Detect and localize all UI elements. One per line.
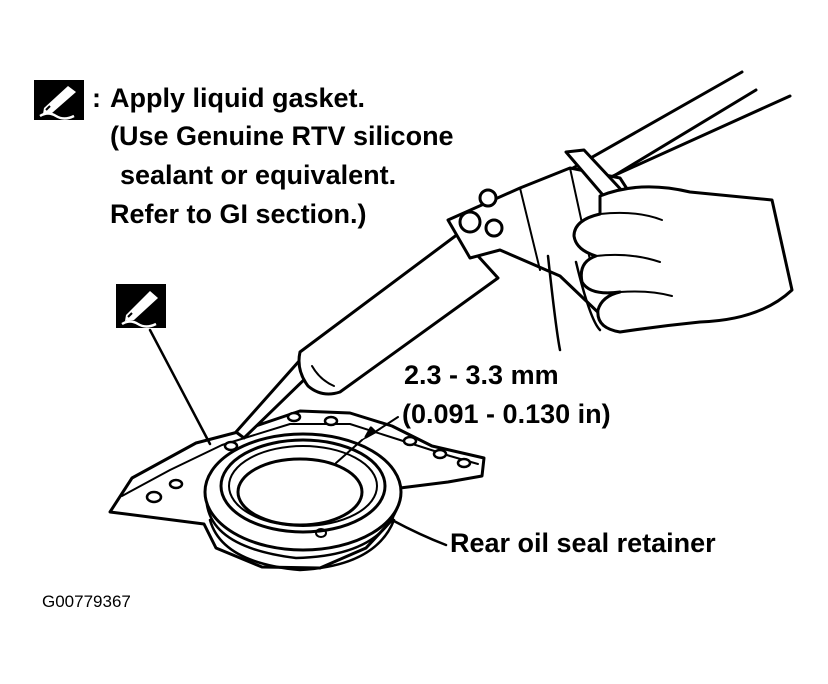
marker-leader — [148, 328, 212, 446]
dimension-imperial: (0.091 - 0.130 in) — [402, 399, 611, 429]
seal-bore — [236, 457, 364, 527]
gasket-marker-icon — [116, 284, 166, 328]
cartridge — [297, 232, 500, 396]
dimension-metric: 2.3 - 3.3 mm — [404, 360, 559, 390]
legend-line-use: (Use Genuine RTV silicone — [110, 121, 454, 151]
figure-id: G00779367 — [42, 592, 131, 611]
part-leader — [390, 518, 448, 547]
bolt-holes — [145, 411, 472, 504]
liquid-gasket-icon — [34, 80, 84, 120]
legend-line-apply: Apply liquid gasket. — [110, 83, 366, 113]
legend-line-sealant: sealant or equivalent. — [120, 160, 397, 190]
legend-separator: : — [92, 83, 101, 113]
legend-line-refer: Refer to GI section.) — [110, 199, 367, 229]
part-label: Rear oil seal retainer — [450, 528, 716, 558]
hand — [572, 185, 794, 334]
